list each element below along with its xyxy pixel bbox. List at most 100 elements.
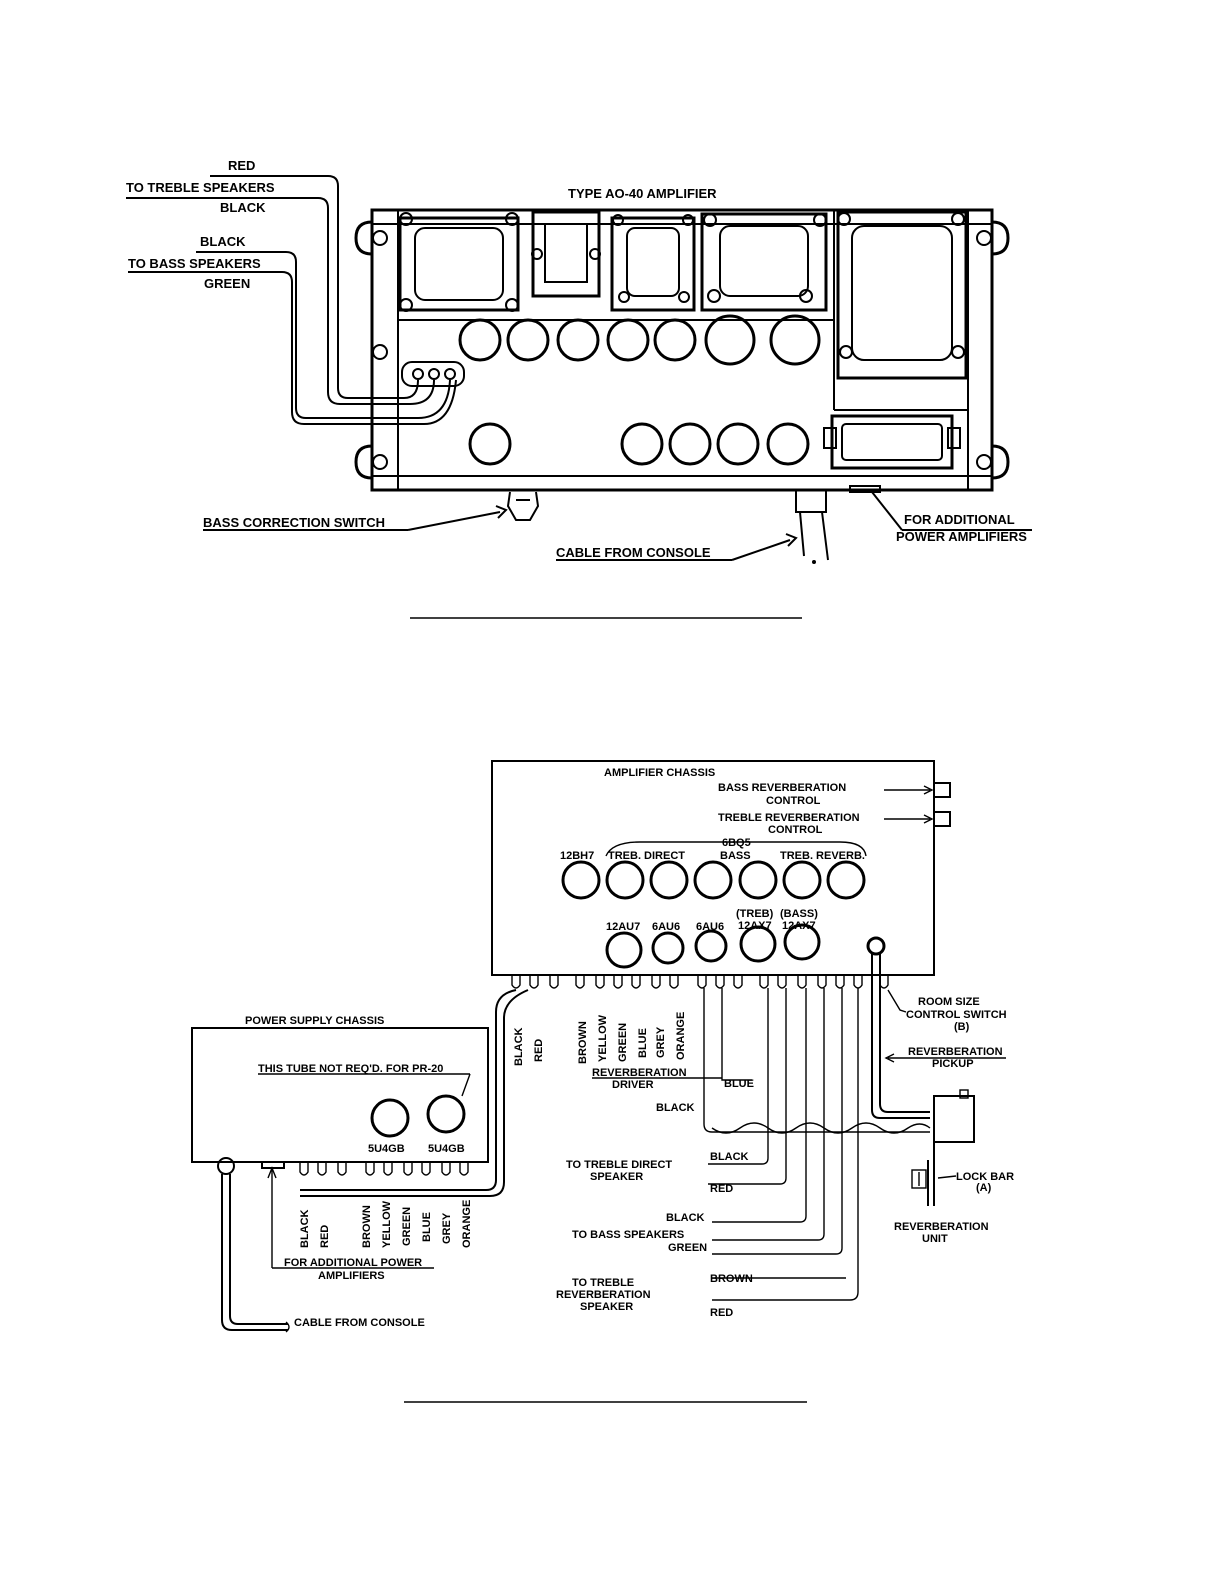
label-reverb-unit-2: UNIT xyxy=(922,1233,948,1245)
label-to-bass-speakers: TO BASS SPEAKERS xyxy=(572,1229,684,1241)
label-bass-reverb-1: BASS REVERBERATION xyxy=(718,782,846,794)
tube-bass xyxy=(738,860,778,900)
tube-socket xyxy=(506,318,550,362)
amplifier-chassis-body xyxy=(370,208,994,492)
power-supply-wire-color-labels: BLACK RED BROWN YELLOW GREEN BLUE GREY O… xyxy=(299,1200,473,1248)
power-supply-chassis-box xyxy=(191,1027,489,1163)
label-blue: BLUE xyxy=(724,1078,754,1090)
bass-correction-switch xyxy=(407,491,540,531)
label-6bq5: 6BQ5 xyxy=(722,837,751,849)
tube-row-upper xyxy=(561,860,866,900)
label-to-bass-speakers: TO BASS SPEAKERS xyxy=(128,256,261,271)
wire-label: YELLOW xyxy=(597,1014,609,1062)
tube-socket-row xyxy=(458,314,821,366)
label-reverb-driver-1: REVERBERATION xyxy=(592,1067,687,1079)
label-green: GREEN xyxy=(204,276,250,291)
label-for-additional-2: POWER AMPLIFIERS xyxy=(896,529,1027,544)
label-treble-reverb-1: TREBLE REVERBERATION xyxy=(718,812,860,824)
label-amplifier-chassis: AMPLIFIER CHASSIS xyxy=(604,767,715,779)
label-this-tube-not: THIS TUBE NOT REQ'D. FOR PR-20 xyxy=(258,1063,443,1075)
tube-socket xyxy=(668,422,712,466)
room-size-switch xyxy=(866,936,886,956)
tube-12bh7 xyxy=(561,860,601,900)
speaker-wires xyxy=(126,175,457,425)
reverb-control-knobs xyxy=(884,782,951,827)
amplifier-chassis-box xyxy=(491,760,935,976)
wire-label: GREY xyxy=(441,1212,453,1244)
transformer xyxy=(531,210,601,298)
label-6au6-a: 6AU6 xyxy=(652,921,680,933)
tube-12au7 xyxy=(605,931,643,969)
wire-label: BLUE xyxy=(421,1212,433,1242)
tube-12ax7 xyxy=(783,923,821,961)
tube-row-lower xyxy=(605,923,886,969)
wire-label: GREY xyxy=(655,1026,667,1058)
tube-treb-direct xyxy=(649,860,689,900)
power-supply-connector xyxy=(261,1161,285,1169)
tube-12ax7 xyxy=(739,925,777,963)
label-reverb-pickup-2: PICKUP xyxy=(932,1058,974,1070)
label-cable-from-console: CABLE FROM CONSOLE xyxy=(556,545,711,560)
label-brown-tr: BROWN xyxy=(710,1273,753,1285)
label-green-bs: GREEN xyxy=(668,1242,707,1254)
console-cable-2 xyxy=(217,1157,290,1333)
label-power-supply-chassis: POWER SUPPLY CHASSIS xyxy=(245,1015,384,1027)
label-for-additional-2: AMPLIFIERS xyxy=(318,1270,385,1282)
figure-amplifier-wiring: AMPLIFIER CHASSIS BASS REVERBERATION CON… xyxy=(191,760,1014,1333)
reverberation-unit xyxy=(911,1089,975,1206)
tube-socket xyxy=(716,422,760,466)
transformer xyxy=(700,212,828,312)
label-to-treble-speakers: TO TREBLE SPEAKERS xyxy=(126,180,275,195)
transformer xyxy=(610,214,696,312)
transformer xyxy=(836,210,968,380)
tube-socket xyxy=(766,422,810,466)
label-room-size-2: CONTROL SWITCH xyxy=(906,1009,1007,1021)
wire-label: GREEN xyxy=(617,1023,629,1062)
wire-label: RED xyxy=(319,1225,331,1248)
wire-label: BLACK xyxy=(299,1209,311,1248)
amplifier-wire-color-labels: BLACK RED BROWN YELLOW GREEN BLUE GREY O… xyxy=(513,1012,687,1066)
corner-bumper xyxy=(354,220,1010,480)
label-to-treble-reverb-3: SPEAKER xyxy=(580,1301,633,1313)
label-bass-correction-switch: BASS CORRECTION SWITCH xyxy=(203,515,385,530)
label-reverb-unit-1: REVERBERATION xyxy=(894,1221,989,1233)
label-to-treble-direct-1: TO TREBLE DIRECT xyxy=(566,1159,672,1171)
tube-socket xyxy=(606,318,650,362)
label-5u4gb-a: 5U4GB xyxy=(368,1143,405,1155)
label-room-size-1: ROOM SIZE xyxy=(918,996,980,1008)
tube-6au6 xyxy=(651,931,685,965)
label-5u4gb-b: 5U4GB xyxy=(428,1143,465,1155)
label-to-treble-reverb-2: REVERBERATION xyxy=(556,1289,651,1301)
transformer xyxy=(398,212,520,312)
wire-label: ORANGE xyxy=(461,1200,473,1248)
power-supply-terminal-lugs xyxy=(299,1162,469,1176)
wire-label: YELLOW xyxy=(381,1200,393,1248)
label-black-bs: BLACK xyxy=(666,1212,705,1224)
label-black-driver: BLACK xyxy=(656,1102,695,1114)
wire-label: GREEN xyxy=(401,1207,413,1246)
label-12bh7: 12BH7 xyxy=(560,850,594,862)
label-bass: BASS xyxy=(720,850,751,862)
label-room-size-3: (B) xyxy=(954,1021,970,1033)
tube-socket xyxy=(468,422,512,466)
console-cable xyxy=(731,489,829,564)
tube-socket xyxy=(704,314,756,366)
tube-bass xyxy=(693,860,733,900)
tube-socket xyxy=(653,318,697,362)
label-for-additional-1: FOR ADDITIONAL xyxy=(904,512,1015,527)
wire-label: ORANGE xyxy=(675,1012,687,1060)
label-reverb-pickup-1: REVERBERATION xyxy=(908,1046,1003,1058)
wire-label: BROWN xyxy=(361,1205,373,1248)
label-red-td: RED xyxy=(710,1183,733,1195)
tube-socket xyxy=(556,318,600,362)
label-red: RED xyxy=(228,158,255,173)
label-red-tr: RED xyxy=(710,1307,733,1319)
tube-treb-reverb xyxy=(826,860,866,900)
power-receptacle xyxy=(823,414,961,470)
label-treb-paren: (TREB) xyxy=(736,908,774,920)
label-12au7: 12AU7 xyxy=(606,921,640,933)
label-cable-from-console: CABLE FROM CONSOLE xyxy=(294,1317,425,1329)
tube-socket xyxy=(458,318,502,362)
label-to-treble-reverb-1: TO TREBLE xyxy=(572,1277,634,1289)
wire-label: BLACK xyxy=(513,1027,525,1066)
